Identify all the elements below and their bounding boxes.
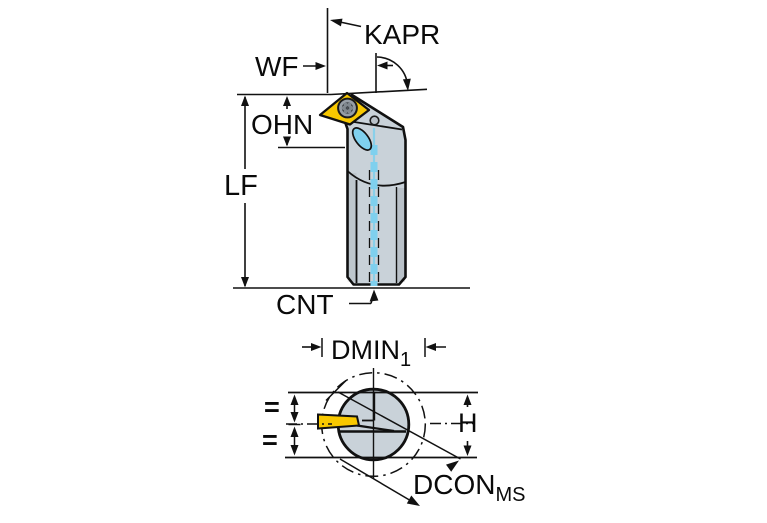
- wf-label: WF: [255, 51, 299, 82]
- dmin-dimension: [302, 338, 446, 357]
- dmin-label-base: DMIN: [331, 335, 400, 365]
- dcon-arrow-upper: [446, 460, 459, 472]
- end-view: [285, 338, 478, 506]
- dcon-label-base: DCON: [413, 469, 496, 500]
- dcon-tangent-mark: [325, 379, 347, 402]
- cnt-label: CNT: [276, 289, 334, 320]
- cnt-leader: [349, 289, 379, 305]
- coolant-outlet: [351, 127, 373, 151]
- h-arrow-up: [463, 394, 472, 405]
- dcon-label-subscript: MS: [495, 484, 526, 506]
- side-view: [233, 8, 470, 305]
- cnt-arrow-up: [369, 289, 379, 302]
- kapr-arc-arrow: [402, 78, 411, 91]
- ohn-dimension: [283, 96, 291, 147]
- lf-label: LF: [224, 170, 258, 202]
- dcon-diagonal-line: [337, 391, 461, 460]
- dcon-leaders: [339, 458, 459, 506]
- side-hole: [369, 115, 380, 126]
- lf-arrow-down: [241, 277, 249, 288]
- lf-dimension: [241, 95, 249, 288]
- equal-mark-top: =: [264, 392, 280, 422]
- wf-arrow-left: [377, 61, 388, 70]
- equal-offset-dimension: [288, 394, 301, 456]
- dmin-arrow-right: [311, 343, 322, 351]
- wf-arrow-right: [315, 62, 326, 70]
- torx-screw-icon: [337, 97, 358, 119]
- ohn-label: OHN: [251, 109, 314, 140]
- dmin-label: DMIN1: [331, 335, 412, 371]
- dcon-label: DCONMS: [413, 469, 526, 506]
- lf-arrow-up: [241, 95, 249, 106]
- kapr-label: KAPR: [364, 19, 441, 50]
- wf-dimension: [303, 61, 393, 70]
- dcon-arrow-lower: [406, 495, 420, 506]
- kapr-dimension: [330, 18, 411, 91]
- coolant-channel: [351, 127, 380, 286]
- pocket-slope-edge: [356, 424, 395, 433]
- kapr-leader-arrow: [330, 18, 343, 27]
- dmin-arrow-left: [425, 343, 436, 351]
- ohn-arrow-up: [283, 96, 291, 106]
- cutting-insert: [318, 91, 380, 126]
- pocket-edge-line: [350, 120, 403, 131]
- dmin-label-subscript: 1: [400, 349, 412, 371]
- end-view-insert: [317, 413, 361, 430]
- kapr-angle-arc: [376, 56, 409, 86]
- h-arrow-down: [463, 445, 472, 456]
- shank-left-shade: [347, 173, 357, 282]
- h-dimension: [463, 394, 472, 456]
- h-label: H: [458, 408, 478, 438]
- equal-mark-bottom: =: [262, 425, 278, 455]
- shank-right-shade: [396, 188, 405, 282]
- ohn-arrow-down: [283, 136, 291, 147]
